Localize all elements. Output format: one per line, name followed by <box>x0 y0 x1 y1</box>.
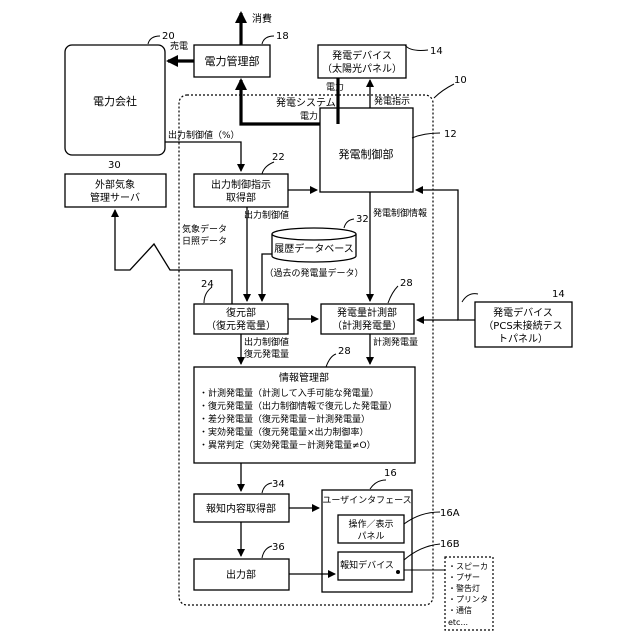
power-management-label: 電力管理部 <box>205 54 260 68</box>
device-list-item: ・スピーカ <box>448 562 488 571</box>
ref-numeral: 30 <box>108 160 121 171</box>
power-company-label: 電力会社 <box>93 94 137 108</box>
info-item: ・差分発電量（復元発電量－計測発電量） <box>199 413 370 425</box>
ref-leader <box>148 36 160 44</box>
operation-panel-line1: 操作／表示 <box>348 518 393 530</box>
ref-numeral: 24 <box>201 279 214 290</box>
power-label-mid: 電力 <box>300 110 318 122</box>
info-item: ・異常判定（実効発電量－計測発電量≠O） <box>199 439 376 451</box>
ref-leader <box>262 162 274 174</box>
ref-leader <box>370 480 386 489</box>
restoration-line2: （復元発電量） <box>206 319 276 332</box>
ref-numeral: 16A <box>440 508 460 519</box>
ref-numeral: 36 <box>272 542 285 553</box>
notification-device-label: 報知デバイス <box>340 559 394 571</box>
ref-numeral: 32 <box>356 214 369 225</box>
device-list-item: etc... <box>448 618 468 627</box>
ref-numeral: 28 <box>338 346 351 357</box>
output-control-value-pct-label: 出力制御値（%） <box>168 129 240 141</box>
measurement-line1: 発電量計測部 <box>337 306 397 319</box>
pv-device-right-line1: 発電デバイス <box>493 306 553 319</box>
weather-server-line1: 外部気象 <box>95 178 135 191</box>
output-control-value-label: 出力制御値 <box>244 209 289 221</box>
device-list-item: ・警告灯 <box>448 583 480 593</box>
consumption-label: 消費 <box>252 12 272 25</box>
output-control-value2-label: 出力制御値 <box>244 336 289 348</box>
info-item: ・計測発電量（計測して入手可能な発電量） <box>199 387 379 399</box>
ref-numeral: 16B <box>440 539 460 550</box>
info-management-title: 情報管理部 <box>279 371 329 384</box>
output-instruction-line1: 出力制御指示 <box>211 178 271 191</box>
history-db-label: 履歴データベース <box>274 242 354 255</box>
ref-leader <box>434 84 454 98</box>
generation-instruction-label: 発電指示 <box>374 95 410 107</box>
pv-device-top-line2: （太陽光パネル） <box>322 62 402 75</box>
restored-generation-label: 復元発電量 <box>244 348 289 360</box>
info-item: ・復元発電量（出力制御情報で復元した発電量） <box>199 400 397 412</box>
device-list-item: ・ブザー <box>448 572 480 582</box>
ref-numeral: 18 <box>276 31 289 42</box>
output-label: 出力部 <box>226 568 256 581</box>
ref-numeral: 20 <box>162 31 175 42</box>
ref-numeral: 10 <box>454 75 467 86</box>
ref-numeral: 16 <box>384 468 397 479</box>
ref-leader <box>412 133 440 138</box>
measurement-line2: （計測発電量） <box>332 319 402 332</box>
ref-leader <box>344 219 354 228</box>
pv-device-right-line2: （PCS未接続テス <box>483 319 562 332</box>
ref-numeral: 22 <box>272 152 285 163</box>
ref-leader <box>388 286 398 303</box>
measured-generation-label: 計測発電量 <box>373 336 418 348</box>
weather-server-line2: 管理サーバ <box>90 191 140 204</box>
restoration-line1: 復元部 <box>226 306 256 319</box>
device-list-item: ・プリンタ <box>448 595 488 604</box>
notification-acquisition-label: 報知内容取得部 <box>206 502 276 515</box>
ref-leader <box>462 294 478 302</box>
ref-numeral: 12 <box>444 129 457 140</box>
ref-leader <box>262 483 272 493</box>
ref-numeral: 14 <box>552 289 565 300</box>
ref-leader <box>262 36 274 44</box>
pv-device-right-line3: トパネル） <box>498 333 548 345</box>
output-instruction-line2: 取得部 <box>226 191 256 204</box>
user-interface-label: ユーザインタフェース <box>322 495 411 506</box>
ref-leader <box>326 354 336 367</box>
device-dot-icon <box>396 570 400 574</box>
pv-device-top-line1: 発電デバイス <box>332 49 392 62</box>
info-item: ・実効発電量（復元発電量×出力制御率） <box>199 426 369 438</box>
operation-panel-line2: パネル <box>357 531 384 542</box>
ref-numeral: 28 <box>400 278 413 289</box>
power-label-left: 電力 <box>326 81 344 93</box>
history-db-note: （過去の発電量データ） <box>264 267 363 279</box>
ref-numeral: 34 <box>272 479 285 490</box>
ref-numeral: 14 <box>430 46 443 57</box>
sunshine-data-label: 日照データ <box>182 235 227 247</box>
device-list-item: ・通信 <box>448 605 472 615</box>
weather-data-label: 気象データ <box>182 223 227 235</box>
ref-leader <box>405 45 428 50</box>
output-control-value-pct-arrow <box>165 142 241 171</box>
generation-system-label: 発電システム <box>276 96 336 109</box>
generation-control-label: 発電制御部 <box>339 147 394 161</box>
ref-leader <box>262 546 272 558</box>
generation-control-info-label: 発電制御情報 <box>373 207 427 219</box>
